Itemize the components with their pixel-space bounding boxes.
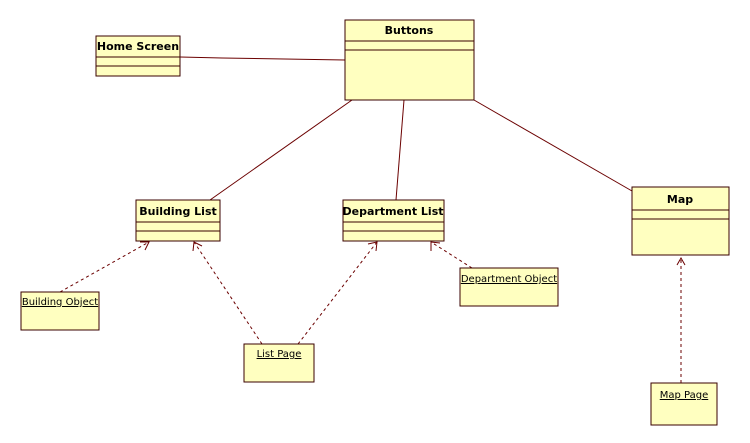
class-home-screen[interactable]: Home Screen	[95, 35, 181, 77]
class-department-list-title: Department List	[343, 205, 444, 218]
association-buttons-department-list	[395, 99, 405, 201]
object-department-object-title: Department Object	[461, 274, 557, 285]
association-home-buttons	[179, 56, 346, 61]
dependency-department-object-department-list	[430, 241, 473, 269]
association-buttons-map	[473, 99, 633, 192]
dependency-arrowhead	[140, 241, 150, 251]
object-map-page-title: Map Page	[660, 390, 709, 401]
object-building-object-title: Building Object	[22, 297, 98, 308]
dependency-list-page-building-list	[193, 241, 263, 345]
class-buttons[interactable]: Buttons	[344, 19, 475, 101]
class-map-title: Map	[667, 193, 693, 206]
class-building-list[interactable]: Building List	[135, 199, 221, 242]
object-list-page[interactable]: List Page	[243, 343, 315, 383]
class-home-screen-title: Home Screen	[97, 40, 179, 53]
dependency-arrowhead	[430, 241, 441, 251]
object-list-page-title: List Page	[257, 349, 302, 360]
class-building-list-title: Building List	[139, 205, 217, 218]
object-department-object[interactable]: Department Object	[459, 267, 559, 307]
association-buttons-building-list	[209, 99, 353, 201]
dependency-arrowhead	[676, 256, 686, 266]
class-department-list[interactable]: Department List	[342, 199, 445, 242]
dependency-arrowhead	[367, 241, 378, 252]
class-buttons-title: Buttons	[385, 24, 434, 37]
dependency-list-page-department-list	[297, 241, 378, 345]
dependency-arrowhead	[192, 241, 203, 252]
dependency-building-object-building-list	[59, 241, 150, 293]
class-map[interactable]: Map	[631, 186, 730, 256]
object-building-object[interactable]: Building Object	[20, 291, 100, 331]
object-map-page[interactable]: Map Page	[650, 382, 718, 426]
